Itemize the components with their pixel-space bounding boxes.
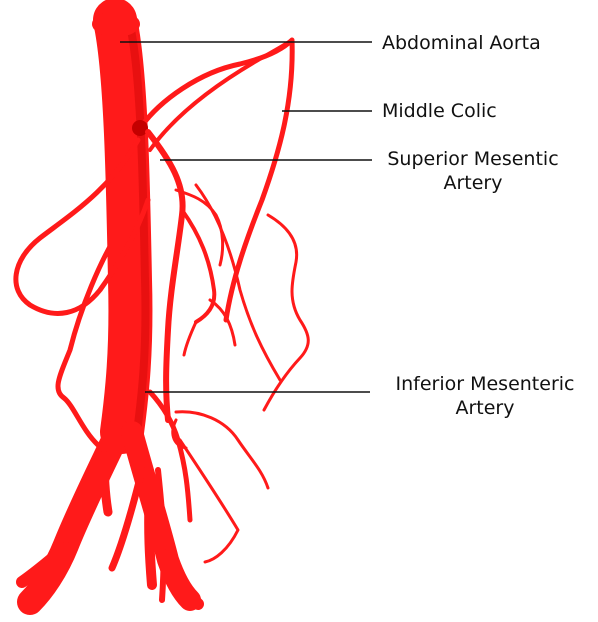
sma-branch-3: [210, 300, 235, 345]
label-superior-mesentic: Superior Mesentic Artery: [378, 147, 568, 195]
left-internal-branch: [104, 455, 108, 512]
label-middle-colic: Middle Colic: [382, 99, 497, 123]
right-iliac-branch-b: [112, 470, 142, 568]
leader-lines: [120, 42, 372, 392]
sma-branch-4: [184, 322, 196, 355]
label-abdominal-aorta: Abdominal Aorta: [382, 31, 541, 55]
sma-branch-1: [182, 210, 214, 322]
label-inferior-mesenteric-line2: Artery: [374, 396, 596, 420]
right-iliac-branch-a: [149, 490, 152, 585]
label-superior-mesentic-line2: Artery: [378, 171, 568, 195]
vessel-tree: [16, 11, 308, 604]
label-superior-mesentic-line1: Superior Mesentic: [378, 147, 568, 171]
abdominal-aorta: [115, 20, 130, 432]
aorta-top-cap: [92, 11, 140, 37]
middle-colic-artery: [140, 40, 292, 320]
label-inferior-mesenteric-line1: Inferior Mesenteric: [374, 372, 596, 396]
sma-branch-right-squiggle: [264, 215, 308, 410]
ima-branch-right: [176, 412, 268, 488]
label-inferior-mesenteric: Inferior Mesenteric Artery: [374, 372, 596, 420]
superior-mesenteric-artery: [148, 132, 183, 420]
